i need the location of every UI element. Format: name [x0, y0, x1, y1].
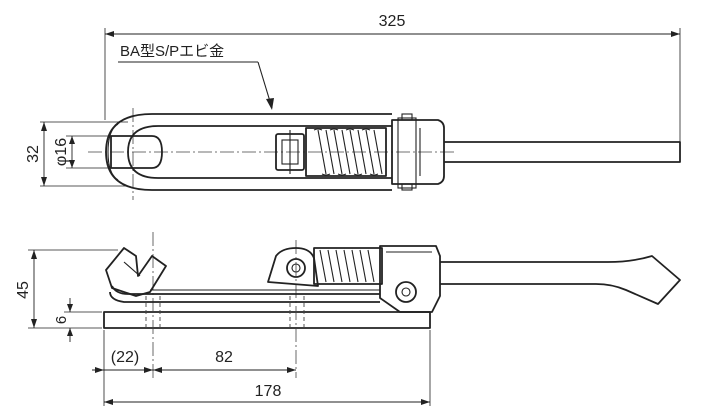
bottom-dimensions: (22) 82 178 [92, 330, 431, 406]
dim-diameter: φ16 [53, 138, 70, 166]
dim-offset: (22) [111, 349, 139, 366]
top-view: 325 BA型S/Pエビ金 32 φ16 [25, 13, 681, 200]
part-name-label: BA型S/Pエビ金 [120, 43, 224, 60]
dim-overall-length: 325 [379, 13, 406, 30]
dim-height-top: 32 [25, 145, 42, 163]
dim-base-length: 178 [255, 383, 282, 400]
dim-pitch: 82 [215, 349, 233, 366]
spring-side [313, 247, 383, 285]
spring-top [305, 127, 387, 177]
dim-height-side: 45 [15, 281, 32, 299]
side-view: 45 6 [15, 232, 681, 378]
dim-base-thickness: 6 [53, 316, 70, 324]
